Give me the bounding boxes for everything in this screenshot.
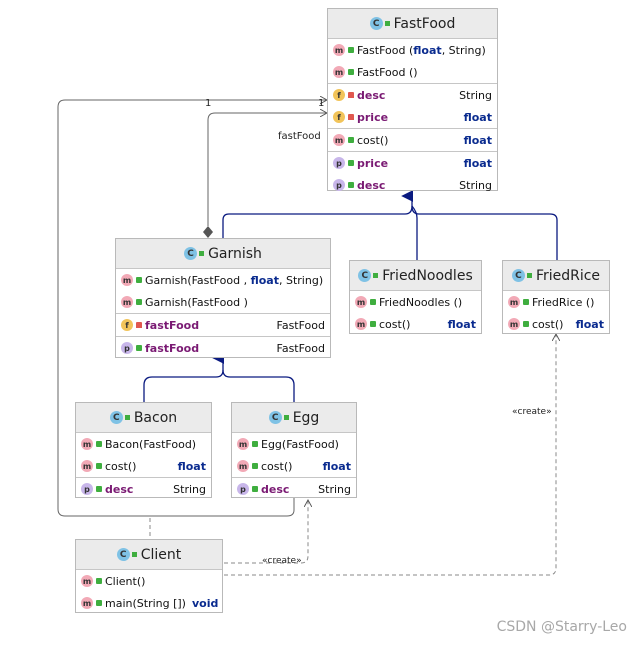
- property-icon: p: [237, 483, 249, 495]
- create-label-friedrice: «create»: [512, 407, 552, 417]
- association-decorators-fastfood: [57, 100, 327, 517]
- abstract-class-icon: C: [184, 247, 198, 260]
- method-icon: m: [355, 318, 367, 330]
- method-icon: m: [121, 296, 133, 308]
- class-name: FriedRice: [535, 267, 601, 284]
- method-icon: m: [237, 438, 249, 450]
- field-icon: f: [333, 111, 345, 123]
- class-name: Bacon: [133, 409, 178, 426]
- class-icon: C: [268, 411, 282, 424]
- class-name: FastFood: [393, 15, 456, 32]
- method-icon: m: [237, 460, 249, 472]
- generalization-rice-fastfood: [411, 205, 558, 260]
- property-icon: p: [333, 157, 345, 169]
- class-name: Egg: [292, 409, 320, 426]
- property-icon: p: [121, 342, 133, 354]
- class-icon: C: [109, 411, 123, 424]
- method-icon: m: [333, 134, 345, 146]
- method-icon: m: [333, 44, 345, 56]
- method-icon: m: [121, 274, 133, 286]
- class-name: Garnish: [208, 245, 262, 262]
- method-icon: m: [333, 66, 345, 78]
- method-icon: m: [81, 460, 93, 472]
- class-header: C FriedNoodles: [350, 261, 481, 291]
- create-label-egg: «create»: [262, 556, 302, 566]
- class-name: Client: [140, 546, 182, 563]
- class-icon: C: [358, 269, 372, 282]
- class-header: C Garnish: [116, 239, 330, 269]
- class-header: C FastFood: [328, 9, 497, 39]
- main-class-icon: C: [116, 548, 130, 561]
- class-header: C Egg: [232, 403, 356, 433]
- class-header: C Client: [76, 540, 222, 570]
- method-icon: m: [508, 296, 520, 308]
- association-label-fastfood: fastFood: [278, 131, 321, 142]
- class-icon: C: [511, 269, 525, 282]
- dependency-client-egg: [224, 500, 308, 564]
- generalization-garnish-fastfood: [222, 205, 413, 238]
- property-icon: p: [333, 179, 345, 191]
- multiplicity-left: 1: [205, 98, 212, 109]
- property-icon: p: [81, 483, 93, 495]
- field-icon: f: [333, 89, 345, 101]
- aggregation-garnish-fastfood: [207, 113, 327, 226]
- multiplicity-right: 1: [318, 98, 325, 109]
- method-icon: m: [508, 318, 520, 330]
- class-header: C FriedRice: [503, 261, 609, 291]
- method-icon: m: [355, 296, 367, 308]
- generalization-egg-garnish: [222, 369, 295, 402]
- class-header: C Bacon: [76, 403, 211, 433]
- dependency-client-friedrice: [224, 334, 556, 576]
- method-icon: m: [81, 575, 93, 587]
- field-icon: f: [121, 319, 133, 331]
- abstract-class-icon: C: [369, 17, 383, 30]
- watermark: CSDN @Starry-Leo: [496, 619, 627, 635]
- class-name: FriedNoodles: [382, 267, 473, 284]
- generalization-bacon-garnish: [143, 369, 224, 402]
- method-icon: m: [81, 438, 93, 450]
- generalization-noodles-fastfood: [411, 205, 418, 260]
- method-icon: m: [81, 597, 93, 609]
